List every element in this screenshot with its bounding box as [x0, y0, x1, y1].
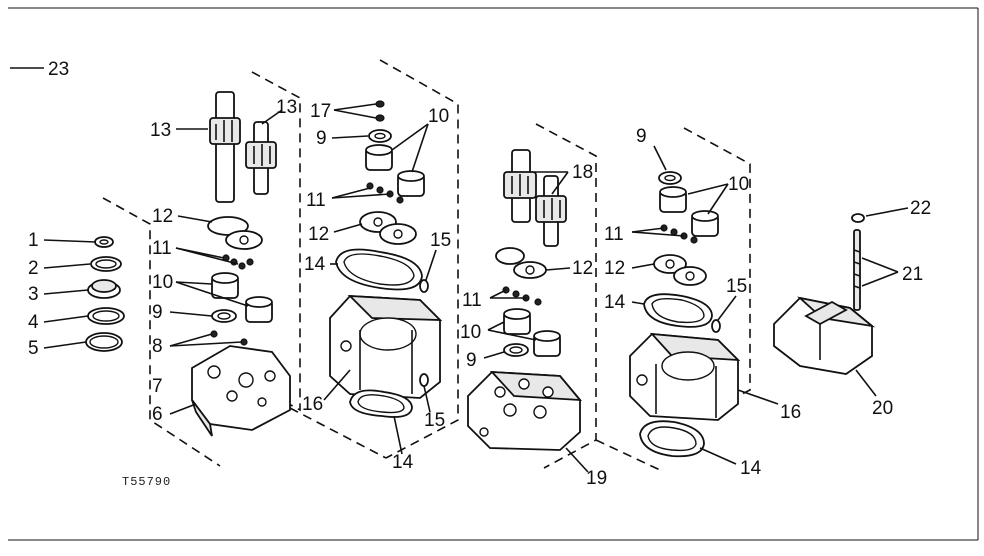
callout-17: 17: [310, 101, 331, 122]
callout-11-right: 11: [604, 224, 624, 245]
callout-7: 7: [152, 376, 163, 397]
callout-1: 1: [28, 230, 39, 251]
diagram-frame: [8, 7, 979, 541]
callout-13-long-shaft: 13: [150, 120, 171, 141]
callout-4: 4: [28, 312, 39, 333]
callout-20: 20: [872, 398, 893, 419]
callout-22: 22: [910, 198, 931, 219]
callout-23: 23: [48, 59, 69, 80]
callout-11-center-left: 11: [306, 190, 326, 211]
callout-15-center-left-top: 15: [430, 230, 451, 251]
callout-12-right: 12: [604, 258, 625, 279]
callout-11-center-right: 11: [462, 290, 482, 311]
callout-14-center-left-top: 14: [304, 254, 326, 275]
center-left-section-parts: [329, 100, 443, 418]
callout-9-left: 9: [152, 302, 163, 323]
callout-8: 8: [152, 336, 163, 357]
callout-3: 3: [28, 284, 39, 305]
callout-5: 5: [28, 338, 39, 359]
callout-10-right: 10: [728, 174, 749, 195]
callout-2: 2: [28, 258, 39, 279]
callout-10-center-right: 10: [460, 322, 481, 343]
center-right-section-parts: [467, 149, 583, 451]
callout-18: 18: [572, 162, 593, 183]
left-section-parts: [85, 91, 291, 437]
callout-21: 21: [902, 264, 923, 285]
right-section-parts: [629, 171, 741, 458]
callout-15-right: 15: [726, 276, 747, 297]
end-cover-parts: [773, 213, 876, 375]
callout-labels: 23 13 13 12 11 10 9 8 7 6 1 2 3 4 5 17 9…: [28, 59, 931, 489]
callout-12-center-left: 12: [308, 224, 329, 245]
callout-11-left: 11: [152, 238, 172, 259]
callout-16-center-left: 16: [302, 394, 323, 415]
callout-9-right: 9: [636, 126, 647, 147]
callout-14-center-left-bottom: 14: [392, 452, 414, 473]
callout-14-right-top: 14: [604, 292, 626, 313]
callout-13-short-shaft: 13: [276, 97, 297, 118]
callout-14-right-bottom: 14: [740, 458, 762, 479]
callout-10-left: 10: [152, 272, 173, 293]
callout-19: 19: [586, 468, 607, 489]
callout-15-center-left-bottom: 15: [424, 410, 445, 431]
callout-9-center-left: 9: [316, 128, 327, 149]
callout-12-center-right: 12: [572, 258, 593, 279]
callout-9-center-right: 9: [466, 350, 477, 371]
callout-16-right: 16: [780, 402, 801, 423]
callout-12-left: 12: [152, 206, 173, 227]
reference-code: T55790: [122, 475, 171, 489]
leader-lines: [10, 67, 909, 473]
callout-6: 6: [152, 404, 163, 425]
callout-10-center-left: 10: [428, 106, 449, 127]
